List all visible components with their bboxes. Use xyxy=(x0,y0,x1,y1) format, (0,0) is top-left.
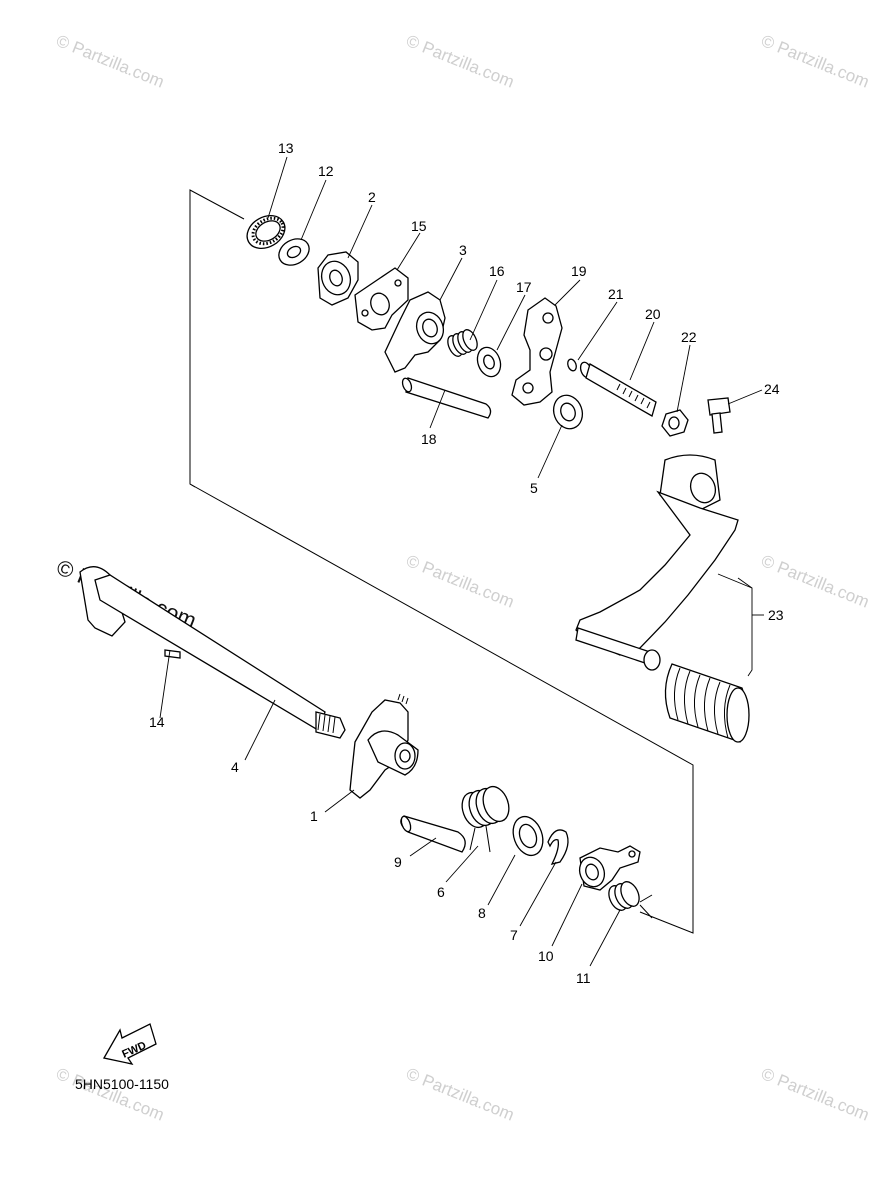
callout-2: 2 xyxy=(368,189,376,205)
part-bearing xyxy=(246,214,286,250)
part-oring-21 xyxy=(567,358,577,372)
callout-12: 12 xyxy=(318,163,334,179)
part-spring-16 xyxy=(447,329,478,357)
callout-4: 4 xyxy=(231,759,239,775)
callout-13: 13 xyxy=(278,140,294,156)
watermark: © Partzilla.com xyxy=(54,31,167,92)
watermark: © Partzilla.com xyxy=(404,551,517,612)
diagram-code: 5HN5100-1150 xyxy=(75,1076,169,1092)
part-bolt-20 xyxy=(579,361,657,417)
callout-17: 17 xyxy=(516,279,532,295)
watermark: © Partzilla.com xyxy=(54,1064,167,1125)
pedal-rubber xyxy=(664,663,750,743)
watermark: © Partzilla.com xyxy=(404,1064,517,1125)
part-spring-11 xyxy=(608,881,653,919)
callout-18: 18 xyxy=(421,431,437,447)
callout-7: 7 xyxy=(510,927,518,943)
part-washer-17 xyxy=(476,346,502,378)
callout-6: 6 xyxy=(437,884,445,900)
callout-19: 19 xyxy=(571,263,587,279)
callout-15: 15 xyxy=(411,218,427,234)
watermarks: © Partzilla.com © Partzilla.com © Partzi… xyxy=(53,31,869,1125)
callout-8: 8 xyxy=(478,905,486,921)
part-bolt-24 xyxy=(707,397,731,434)
callout-20: 20 xyxy=(645,306,661,322)
part-pin-9 xyxy=(400,815,466,853)
callout-11: 11 xyxy=(576,970,591,986)
part-arm-19 xyxy=(511,297,563,406)
watermark: © Partzilla.com xyxy=(759,551,869,612)
part-shift-shaft-4 xyxy=(79,566,346,739)
callout-21: 21 xyxy=(608,286,624,302)
part-washer-12 xyxy=(278,238,310,266)
callout-9: 9 xyxy=(394,854,402,870)
part-guide-2 xyxy=(317,251,359,306)
part-washer-8 xyxy=(512,815,544,857)
callout-3: 3 xyxy=(459,242,467,258)
part-bushing-5 xyxy=(552,394,584,430)
watermark: © Partzilla.com xyxy=(404,31,517,92)
callout-22: 22 xyxy=(681,329,697,345)
callout-16: 16 xyxy=(489,263,505,279)
watermark: © Partzilla.com xyxy=(759,31,869,92)
part-pin-14 xyxy=(164,649,181,659)
part-spring-6 xyxy=(461,785,510,853)
callouts: 13 12 2 15 3 16 17 19 21 20 22 24 18 5 2… xyxy=(149,140,784,986)
callout-10: 10 xyxy=(538,948,554,964)
callout-14: 14 xyxy=(149,714,165,730)
part-lever-assembly-10 xyxy=(578,845,641,891)
callout-5: 5 xyxy=(530,480,538,496)
part-nut-22 xyxy=(661,409,689,437)
part-circlip-7 xyxy=(547,829,569,865)
callout-1: 1 xyxy=(310,808,318,824)
part-pin-18 xyxy=(401,377,492,419)
part-shift-pedal-23 xyxy=(575,454,750,743)
part-shift-arm-1 xyxy=(349,693,419,799)
part-plate-15 xyxy=(354,267,409,331)
callout-24: 24 xyxy=(764,381,780,397)
watermark: © Partzilla.com xyxy=(759,1064,869,1125)
part-shift-lever-3 xyxy=(384,291,446,373)
assembly-frame xyxy=(189,189,694,934)
leader-lines xyxy=(159,156,764,967)
fwd-arrow-icon: FWD xyxy=(102,1023,157,1065)
callout-23: 23 xyxy=(768,607,784,623)
